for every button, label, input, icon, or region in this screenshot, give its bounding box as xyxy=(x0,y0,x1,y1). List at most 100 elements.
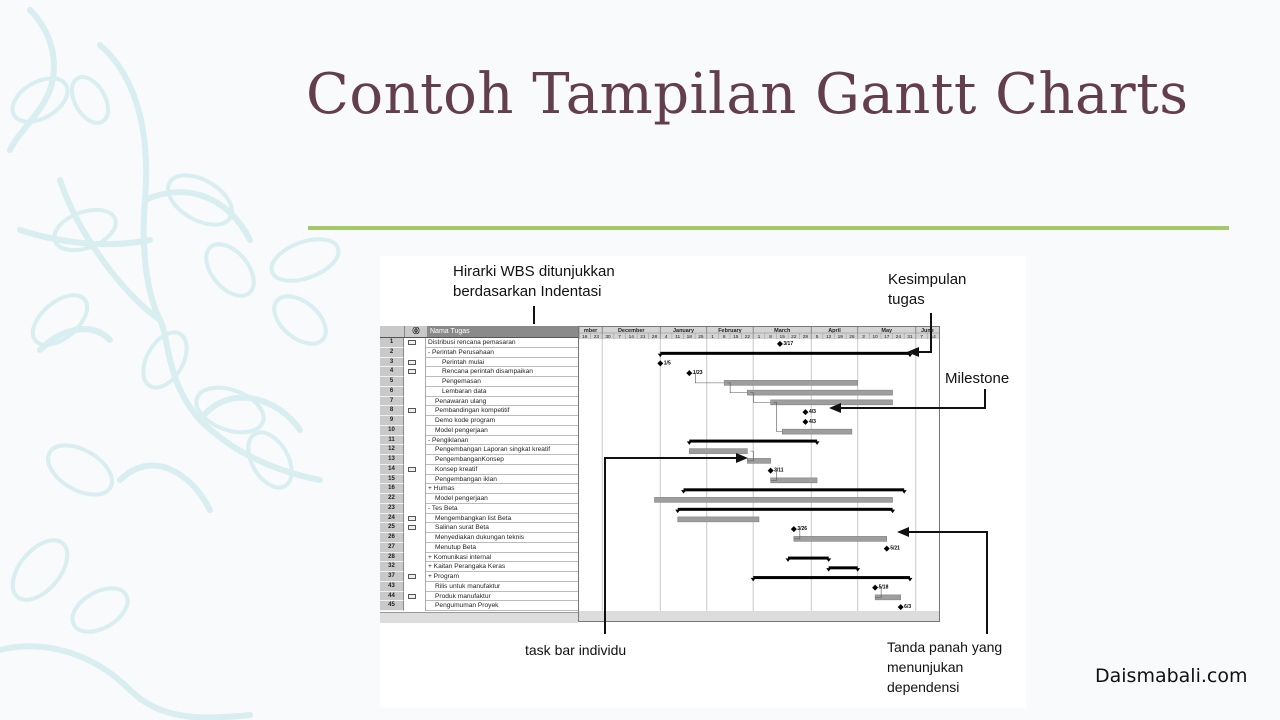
summary-end-cap xyxy=(826,558,832,562)
task-id: 22 xyxy=(380,494,404,504)
gantt-figure: Hirarki WBS ditunjukkan berdasarkan Inde… xyxy=(380,256,1026,708)
indicator-cell xyxy=(404,562,426,572)
task-row[interactable]: 2- Perintah Perusahaan xyxy=(380,347,578,358)
indicator-cell xyxy=(404,464,426,475)
task-row[interactable]: 37+ Program xyxy=(380,572,578,582)
summary-end-cap xyxy=(890,509,896,514)
task-name: Menutup Beta xyxy=(426,543,578,553)
indicator-cell xyxy=(404,338,426,348)
task-row[interactable]: 32+ Kaitan Perangaka Keras xyxy=(380,562,578,572)
milestone-diamond xyxy=(802,409,809,416)
week-label: 10 xyxy=(872,334,878,340)
task-id: 23 xyxy=(380,503,404,514)
task-name: Pengumuman Proyek xyxy=(426,601,578,611)
milestone-arrow xyxy=(840,389,986,409)
annotation-dependency: Tanda panah yang menunjukan dependensi xyxy=(887,637,1002,697)
note-indicator-icon xyxy=(408,515,416,521)
milestone-label: 4/3 xyxy=(809,419,816,425)
dependency-link xyxy=(692,372,725,384)
week-label: 16 xyxy=(582,334,588,340)
week-label: 11 xyxy=(675,334,680,340)
note-indicator-icon xyxy=(408,359,416,365)
note-indicator-icon xyxy=(408,574,416,579)
annotation-wbs: Hirarki WBS ditunjukkan berdasarkan Inde… xyxy=(453,262,615,302)
week-label: 3 xyxy=(862,334,865,340)
task-name: + Program xyxy=(426,572,578,582)
table-scrollbar[interactable] xyxy=(380,612,578,623)
milestone-label: 6/3 xyxy=(904,604,911,610)
task-id: 25 xyxy=(380,523,404,533)
indicator-cell xyxy=(404,377,426,387)
indicator-cell xyxy=(404,357,426,368)
week-label: 8 xyxy=(769,334,772,340)
indicator-cell xyxy=(404,425,426,436)
task-name: Rencana perintah disampaikan xyxy=(426,367,578,377)
indicator-cell xyxy=(404,396,426,407)
task-row[interactable]: 28+ Komunikasi internal xyxy=(380,552,578,563)
week-label: 25 xyxy=(698,334,704,340)
task-row[interactable]: 11- Pengiklanan xyxy=(380,435,578,446)
summary-start-cap xyxy=(785,558,791,562)
indicator-cell xyxy=(404,523,426,533)
milestone-label: 3/26 xyxy=(797,526,807,532)
task-name: Mengembangkan list Beta xyxy=(426,514,578,524)
task-name: Konsep kreatif xyxy=(426,465,578,475)
annotation-summary-line2: tugas xyxy=(888,291,925,308)
task-id: 2 xyxy=(380,347,404,358)
week-label: 22 xyxy=(745,334,751,340)
note-indicator-icon xyxy=(408,408,416,414)
month-label: January xyxy=(673,328,695,334)
indicator-cell xyxy=(404,406,426,416)
annotation-milestone: Milestone xyxy=(945,370,1010,387)
month-label: February xyxy=(718,328,742,334)
milestone-arrowhead xyxy=(829,403,841,413)
milestone-diamond xyxy=(790,526,797,533)
summary-end-cap xyxy=(814,441,820,445)
task-row[interactable]: 23- Tes Beta xyxy=(380,503,578,514)
task-name: + Humas xyxy=(426,484,578,494)
task-name: Produk manufaktur xyxy=(426,592,578,602)
task-row[interactable]: 16+ Humas xyxy=(380,484,578,494)
week-label: 15 xyxy=(780,334,786,340)
note-indicator-icon xyxy=(408,593,416,599)
week-label: 24 xyxy=(896,334,902,340)
indicator-column-header: ⓪ xyxy=(405,326,428,337)
note-indicator-icon xyxy=(408,466,416,472)
task-bar-arrowhead xyxy=(736,453,748,463)
dependency-link xyxy=(727,382,748,393)
task-id: 32 xyxy=(380,562,404,572)
summary-bar xyxy=(753,576,910,580)
indicator-cell xyxy=(404,503,426,514)
milestone-diamond xyxy=(897,604,904,611)
summary-end-cap xyxy=(907,353,913,358)
summary-end-cap xyxy=(855,568,861,572)
annotation-wbs-line2: berdasarkan Indentasi xyxy=(453,283,602,300)
milestone-diamond xyxy=(872,584,879,591)
week-label: 7 xyxy=(920,334,923,340)
task-bar xyxy=(689,448,748,454)
indicator-cell xyxy=(404,435,426,446)
week-label: 22 xyxy=(791,334,797,340)
